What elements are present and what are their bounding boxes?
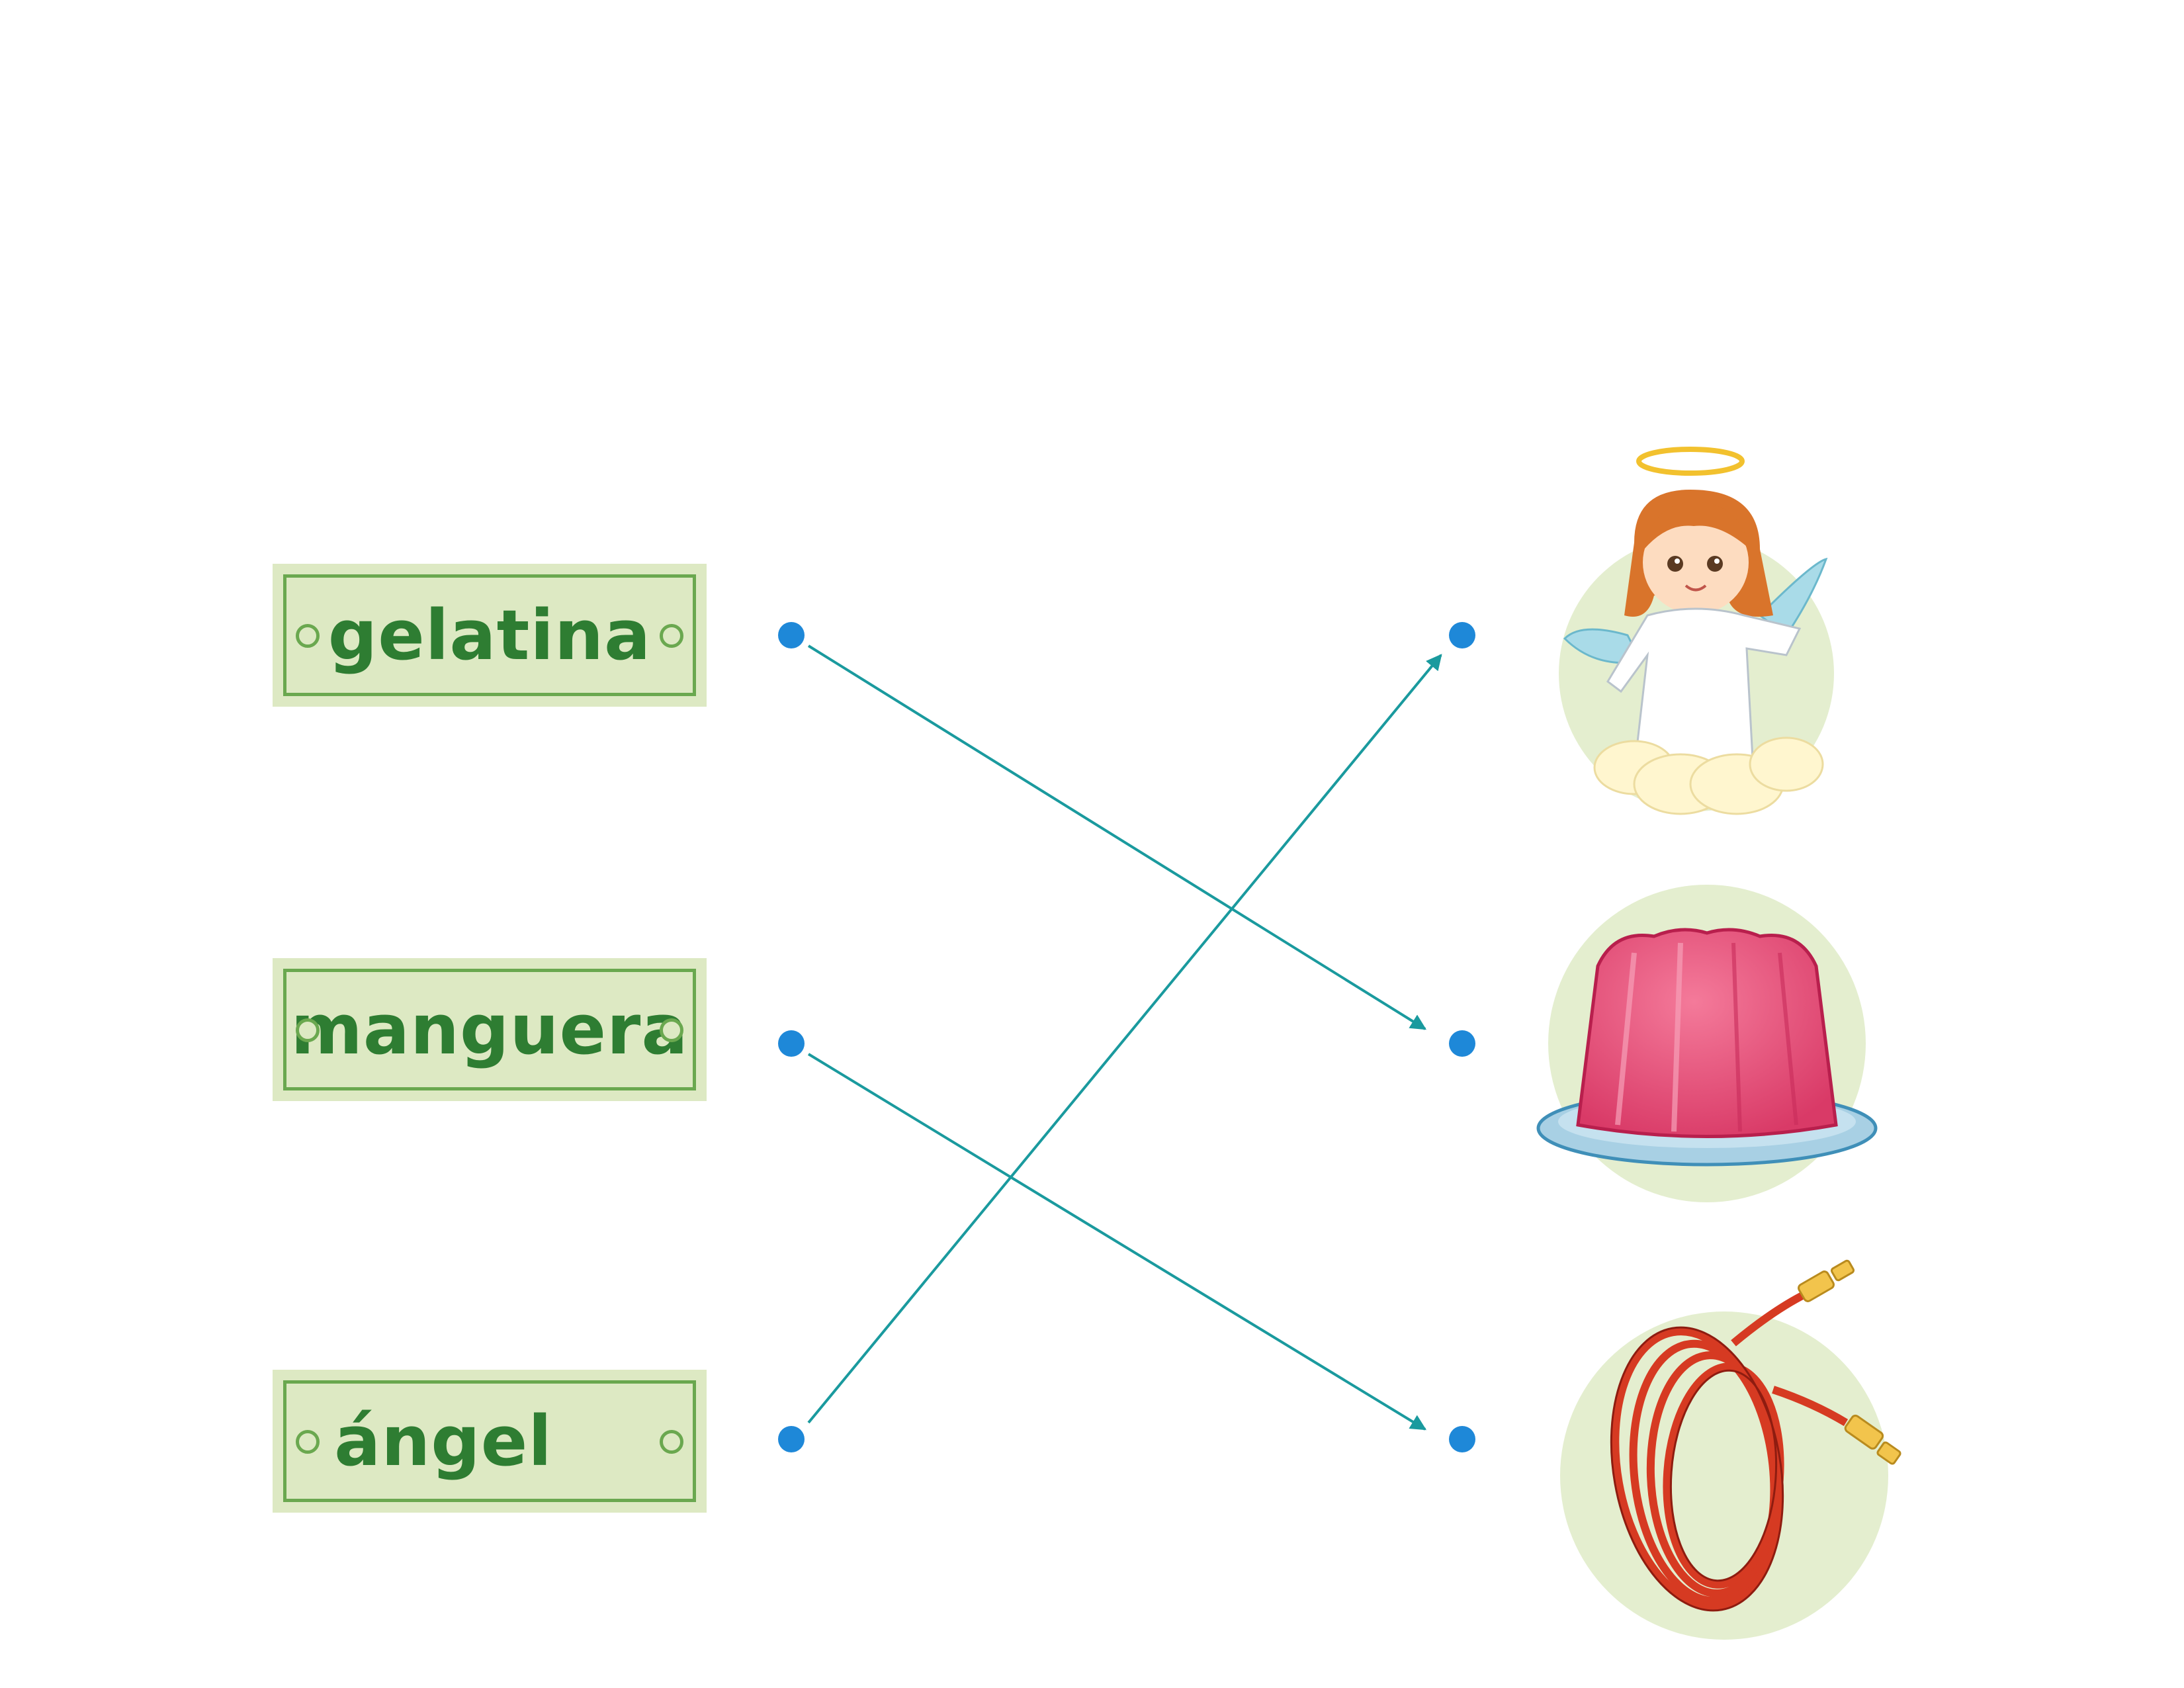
word-card-gelatina[interactable]: gelatina bbox=[273, 564, 707, 707]
connector-line-gelatina bbox=[807, 644, 1427, 1030]
word-label: ángel bbox=[334, 1401, 552, 1482]
ring-icon bbox=[660, 1018, 683, 1042]
angel-icon bbox=[1559, 447, 1834, 815]
word-card-frame: ángel bbox=[283, 1380, 696, 1502]
ring-icon bbox=[296, 1430, 320, 1454]
word-card-frame: manguera bbox=[283, 969, 696, 1090]
connector-line-angel bbox=[807, 654, 1442, 1424]
right-dot-angel[interactable] bbox=[1449, 622, 1475, 648]
right-dot-gelatin[interactable] bbox=[1449, 1030, 1475, 1057]
left-dot-gelatina[interactable] bbox=[778, 622, 805, 648]
ring-icon bbox=[296, 624, 320, 648]
hose-icon bbox=[1560, 1259, 1901, 1640]
word-card-angel[interactable]: ángel bbox=[273, 1370, 707, 1513]
left-dot-angel[interactable] bbox=[778, 1426, 805, 1452]
gelatin-icon bbox=[1536, 885, 1878, 1202]
word-card-manguera[interactable]: manguera bbox=[273, 958, 707, 1101]
word-label: gelatina bbox=[328, 595, 652, 676]
ring-icon bbox=[660, 624, 683, 648]
word-card-frame: gelatina bbox=[283, 574, 696, 696]
word-label: manguera bbox=[290, 989, 689, 1070]
ring-icon bbox=[296, 1018, 320, 1042]
right-dot-hose[interactable] bbox=[1449, 1426, 1475, 1452]
ring-icon bbox=[660, 1430, 683, 1454]
connector-line-manguera bbox=[807, 1053, 1427, 1431]
left-dot-manguera[interactable] bbox=[778, 1030, 805, 1057]
